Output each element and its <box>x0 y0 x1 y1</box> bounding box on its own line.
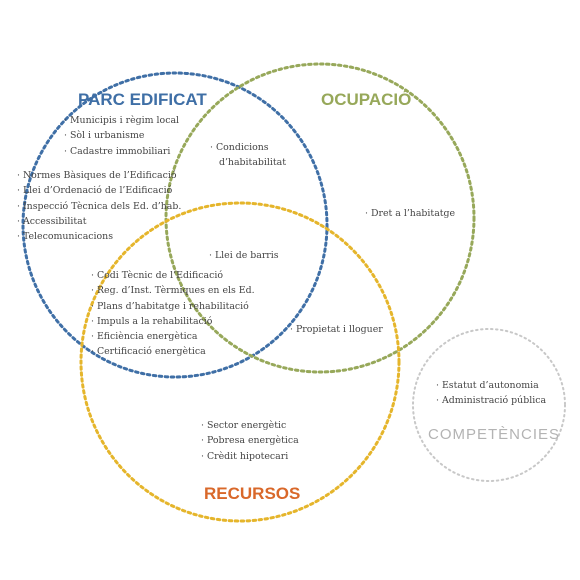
competencies-list: · Estatut d’autonomia · Administració púb… <box>436 378 546 409</box>
list-item: · Estatut d’autonomia <box>436 380 539 391</box>
list-item: · Inspecció Tècnica dels Ed. d’hab. <box>17 200 182 212</box>
list-item: · Certificació energètica <box>91 346 206 358</box>
parc-ocupacio-list: · Condicions d’habitabilitat <box>210 140 286 171</box>
list-item: · Administració pública <box>436 395 547 407</box>
list-item: · Sòl i urbanisme <box>64 130 145 142</box>
list-item: · Plans d’habitatge i rehabilitació <box>91 300 249 312</box>
ocupacio-recursos-list: · Propietat i lloguer <box>290 322 383 337</box>
ocupacio-list: · Dret a l’habitatge <box>365 206 455 221</box>
list-item: · Codi Tècnic de l’Edificació <box>91 270 223 281</box>
parc-circle <box>21 71 329 379</box>
list-item: · Telecomunicacions <box>17 231 114 243</box>
list-item: · Municipis i règim local <box>64 115 180 126</box>
list-item: · Impuls a la rehabilitació <box>91 315 213 327</box>
list-item: d’habitabilitat <box>210 157 287 169</box>
list-item: · Normes Bàsiques de l’Edificació <box>17 170 177 181</box>
parc-left-list: · Normes Bàsiques de l’Edificació · Llei … <box>17 168 181 244</box>
parc-top-list: · Municipis i règim local · Sòl i urbanis… <box>64 113 179 159</box>
list-item: · Condicions <box>210 142 269 153</box>
list-item: · Dret a l’habitatge <box>365 208 456 219</box>
parc-recursos-list: · Codi Tècnic de l’Edificació · Reg. d’In… <box>91 268 255 360</box>
recursos-circle <box>79 201 401 523</box>
list-item: · Eficiència energètica <box>91 331 198 343</box>
list-item: · Sector energètic <box>201 420 287 431</box>
list-item: · Cadastre immobiliari <box>64 145 171 157</box>
competencies-circle <box>412 328 566 482</box>
recursos-title: RECURSOS <box>204 484 301 503</box>
recursos-list: · Sector energètic · Pobresa energètica · … <box>201 418 299 464</box>
list-item: · Propietat i lloguer <box>290 324 383 335</box>
ocupacio-circle <box>164 62 476 374</box>
center-list: · Llei de barris <box>209 248 279 263</box>
list-item: · Accessibilitat <box>17 215 87 227</box>
list-item: · Reg. d’Inst. Tèrmiques en els Ed. <box>91 285 255 297</box>
parc-title: PARC EDIFICAT <box>78 90 207 109</box>
competencies-title: COMPETÈNCIES <box>428 426 561 443</box>
list-item: · Pobresa energètica <box>201 435 299 447</box>
list-item: · Crèdit hipotecari <box>201 450 289 462</box>
ocupacio-title: OCUPACIÓ <box>321 90 412 109</box>
list-item: · Llei de barris <box>209 250 279 261</box>
list-item: · Llei d’Ordenació de l’Edificació <box>17 185 173 197</box>
